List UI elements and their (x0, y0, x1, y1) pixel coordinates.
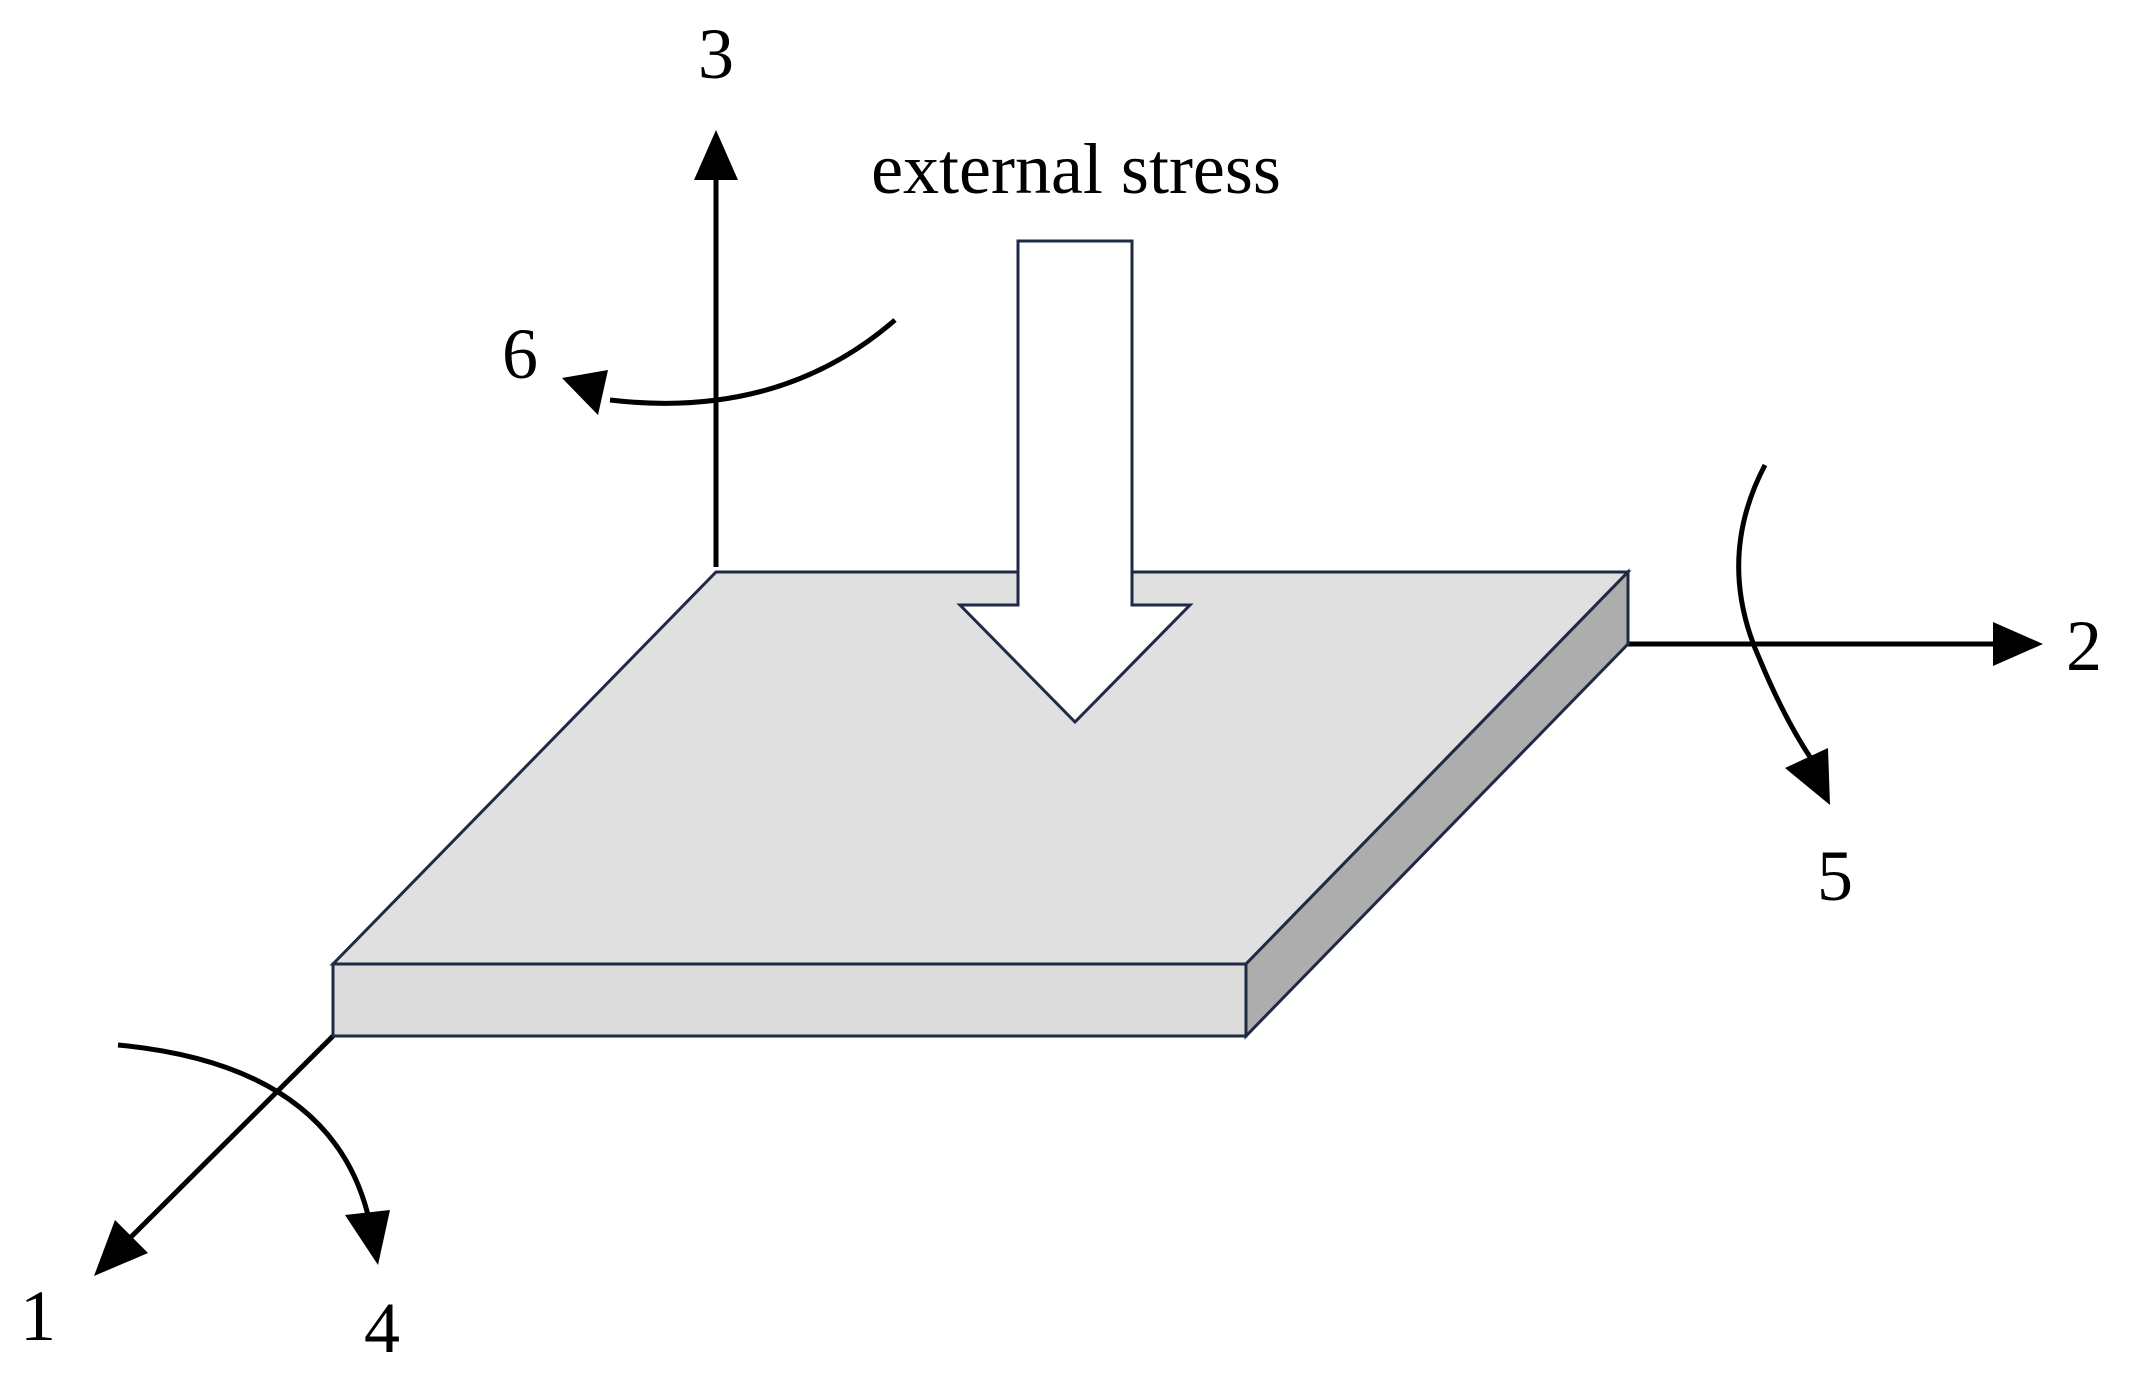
axis-2-arrowhead (1993, 622, 2043, 666)
rotation-5-label: 5 (1817, 836, 1853, 916)
rotation-6-label: 6 (502, 314, 538, 394)
axis-2-label: 2 (2066, 606, 2102, 686)
rotation-6-arrowhead (562, 370, 608, 415)
plate-front-face (331, 962, 1248, 1038)
axis-1-line (128, 1034, 335, 1240)
rotation-4-arc (117, 1042, 371, 1216)
rotation-5-arc (1736, 463, 1815, 762)
axis-3-arrowhead (694, 130, 738, 180)
rotation-4-label: 4 (364, 1288, 400, 1368)
rotation-6-arc (609, 318, 897, 406)
axis-3-label: 3 (698, 14, 734, 94)
rotation-5-arrowhead (1785, 748, 1830, 805)
plate-top-face (329, 570, 1632, 966)
plate-side-face (1244, 568, 1630, 1040)
axis-1-label: 1 (20, 1276, 56, 1356)
external-stress-arrow (956, 239, 1194, 725)
external-stress-label: external stress (871, 129, 1281, 209)
axis-1-arrowhead (94, 1220, 148, 1276)
rotation-4-arrowhead (345, 1210, 390, 1265)
